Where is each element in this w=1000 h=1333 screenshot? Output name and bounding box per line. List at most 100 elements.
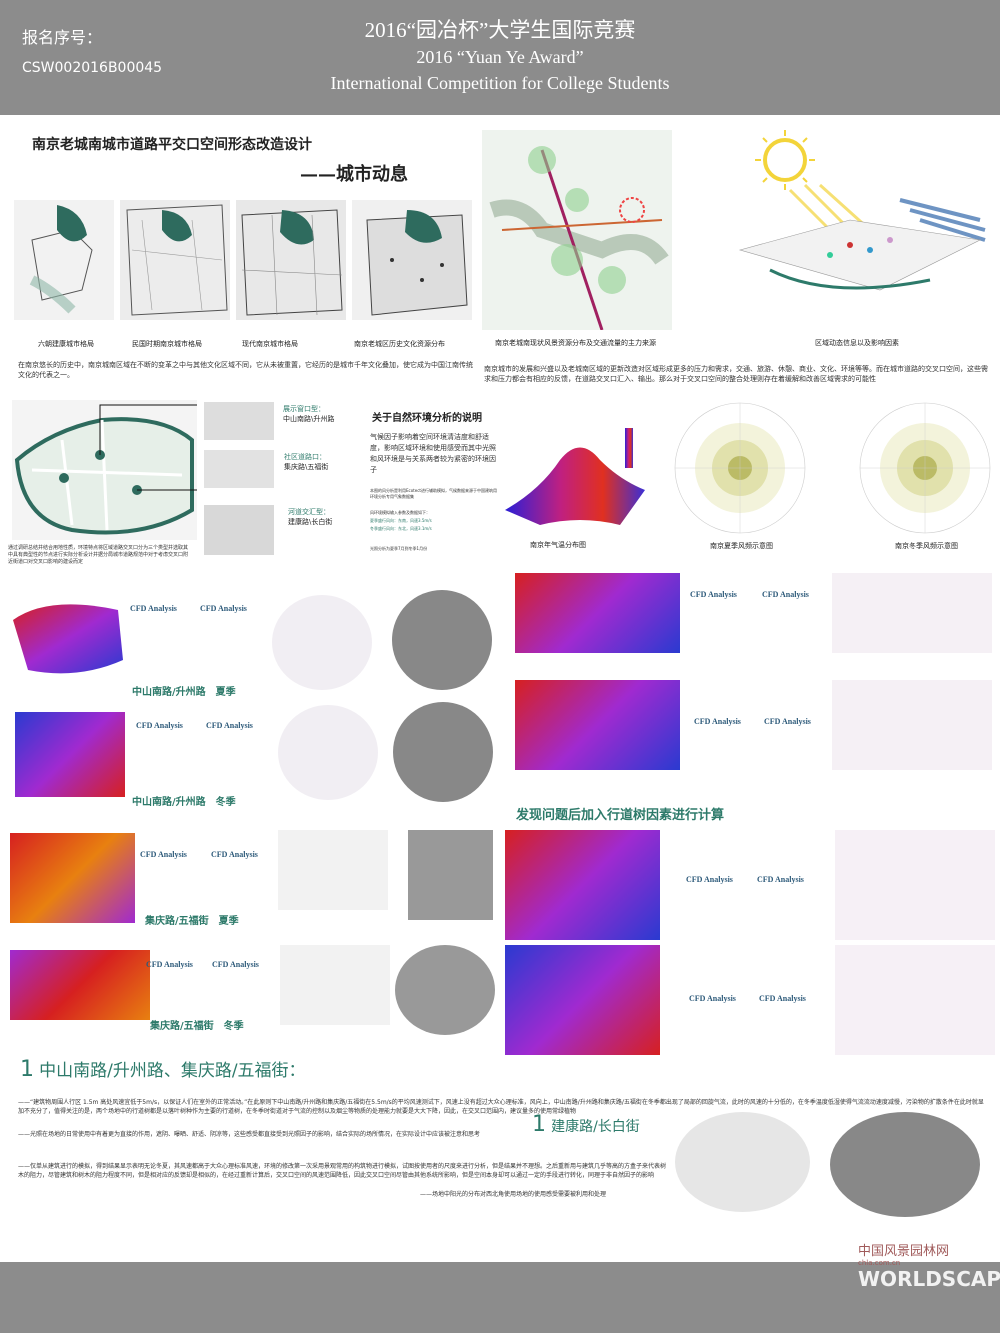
logo-en: WORLDSCAPE [858, 1267, 1000, 1291]
logo-cn: 中国风景园林网 [858, 1244, 950, 1259]
cfd-label-a4: CFD Analysis [146, 960, 193, 969]
flow-trees-summer [835, 830, 995, 940]
sun-icon [755, 130, 815, 190]
conclusion-title-2: 1 建康路/长白街 [532, 1112, 640, 1137]
historical-maps [14, 200, 472, 320]
caption-temperature: 南京年气温分布图 [530, 541, 586, 549]
cfd-label-b1: CFD Analysis [200, 604, 247, 613]
flow-vector-jiankang-summer [832, 573, 992, 653]
flow-vector-summer-1 [272, 595, 372, 690]
conclusion-title-1: 1 中山南路/升州路、集庆路/五福街： [20, 1056, 306, 1082]
shadow-summer-2 [408, 830, 493, 920]
shadow-winter-2 [395, 945, 495, 1035]
cfd-label-b4: CFD Analysis [212, 960, 259, 969]
flow-vector-winter-1 [278, 705, 378, 800]
section-title-jiqing-summer: 集庆路/五福街 夏季 [145, 916, 239, 927]
cfd-label-c2: CFD Analysis [694, 717, 741, 726]
title-chinese: 2016“园冶杯”大学生国际竞赛 [364, 18, 636, 42]
cfd-label-a2: CFD Analysis [136, 721, 183, 730]
registration-number: CSW002016B00045 [22, 60, 163, 76]
thumb-type1 [204, 402, 274, 440]
nature-note-1: 本图的风分析是利用Ecotect进行辅助模拟，气候数据来源于中国建筑用环境分析专… [370, 488, 497, 499]
caption-map-2: 民国时期南京城市格局 [132, 340, 202, 348]
cfd-3d-jiankang-winter [515, 680, 680, 770]
cfd-3d-jiankang-summer [515, 573, 680, 653]
conclusion-number-1: 1 [20, 1057, 34, 1082]
development-paragraph: 南京城市的发展和兴盛以及老城南区域的更新改造对区域形成更多的压力和需求，交通、旅… [484, 365, 988, 383]
cfd-label-d1: CFD Analysis [762, 590, 809, 599]
caption-map-1: 六朝建康城市格局 [38, 340, 94, 348]
cfd-3d-summer-2 [10, 833, 135, 923]
nature-heading: 关于自然环境分析的说明 [372, 413, 482, 424]
thumb-type3 [204, 505, 274, 555]
section-title-zhongshan-summer: 中山南路/升州路 夏季 [132, 687, 236, 698]
nature-note-5: 光照分析为夏季7月到冬季1月份 [370, 546, 428, 551]
logo-url: chla.com.cn [858, 1259, 901, 1267]
map-republic-era [120, 200, 230, 320]
cfd-label-a3: CFD Analysis [140, 850, 187, 859]
type1-label: 展示窗口型： [283, 405, 325, 413]
cfd-label-d3: CFD Analysis [757, 875, 804, 884]
nature-note-3: 夏季盛行风向：东南，风速3.5m/s [370, 518, 432, 523]
cfd-3d-winter-2 [10, 950, 150, 1020]
conclusion-text-4: ——场地中阳光的分布对西北角使用场地的使用感受需要被利用和处理 [420, 1191, 607, 1198]
cfd-label-c4: CFD Analysis [689, 994, 736, 1003]
watermark-logo: 中国风景园林网 chla.com.cn WORLDSCAPE [858, 1240, 1000, 1291]
caption-dynamic: 区域动态信息以及影响因素 [815, 339, 899, 347]
section-title-jiqing-winter: 集庆路/五福街 冬季 [150, 1021, 244, 1032]
shadow-winter-1 [393, 702, 493, 802]
competition-title: 2016“园冶杯”大学生国际竞赛 2016 “Yuan Ye Award” In… [250, 16, 750, 96]
nature-note-4: 冬季盛行风向：东北，风速3.1m/s [370, 526, 432, 531]
dynamic-info-illustration [738, 130, 986, 291]
cfd-trees-winter [505, 945, 660, 1055]
conclusion-text-2: ——光照在场地的日常使用中有着更为直接的作用，遮阴、曝晒、舒适、阴凉等，这些感受… [18, 1131, 481, 1138]
cfd-label-a1: CFD Analysis [130, 604, 177, 613]
cfd-label-b2: CFD Analysis [206, 721, 253, 730]
cfd-label-d2: CFD Analysis [764, 717, 811, 726]
registration-label: 报名序号： [22, 28, 103, 47]
nature-note-2: 风环境模拟输入参数及数据如下： [370, 510, 430, 515]
type3-name: 建康路\长白街 [288, 518, 333, 526]
conclusion-heading-2: 建康路/长白街 [551, 1119, 640, 1135]
type3-label: 河道交汇型： [288, 508, 330, 516]
winter-wind-rose [859, 402, 991, 534]
map-six-dynasties [14, 200, 114, 320]
survey-paragraph: 通过调研总结并结合用地性质，环境特点将区域道路交叉口分为三个类型并选取其中具有典… [8, 545, 189, 565]
conclusion-text-3: ——仅单从建筑进行的模拟，得到结果显示表明无论冬夏，其风速都高于大众心理标准风速… [18, 1163, 667, 1179]
flow-vector-jiankang-winter [832, 680, 992, 770]
caption-winter-wind: 南京冬季风频示意图 [895, 542, 958, 550]
footer-band [0, 1262, 1000, 1333]
cfd-trees-summer [505, 830, 660, 940]
header-band: 报名序号： CSW002016B00045 2016“园冶杯”大学生国际竞赛 2… [0, 0, 1000, 115]
project-title: 南京老城南城市道路平交口空间形态改造设计 [32, 137, 312, 153]
cfd-3d-summer-1 [13, 604, 123, 674]
light-analysis-1 [675, 1112, 810, 1212]
intersection-map [12, 400, 197, 540]
cfd-3d-winter-1 [15, 712, 125, 797]
temperature-surface [505, 428, 645, 525]
light-analysis-2 [830, 1112, 980, 1217]
resources-map [482, 130, 672, 330]
conclusion-heading-1: 中山南路/升州路、集庆路/五福街： [39, 1061, 306, 1081]
cfd-label-b3: CFD Analysis [211, 850, 258, 859]
nature-body: 气候因子影响着空间环境清洁度和舒适度，影响区域环境和使用感受而其中光照和风环境是… [370, 433, 496, 474]
flow-trees-winter [835, 945, 995, 1055]
caption-map-4: 南京老城区历史文化资源分布 [354, 340, 445, 348]
summer-wind-rose [674, 402, 806, 534]
project-subtitle: ——城市动息 [300, 164, 408, 185]
caption-summer-wind: 南京夏季风频示意图 [710, 542, 773, 550]
type1-name: 中山南路\升州路 [283, 415, 335, 423]
caption-map-3: 现代南京城市格局 [242, 340, 298, 348]
section-title-zhongshan-winter: 中山南路/升州路 冬季 [132, 797, 236, 808]
caption-resources: 南京老城南现状风景资源分布及交通流量的主力来源 [495, 339, 656, 347]
type2-label: 社区道路口： [284, 453, 326, 461]
history-paragraph: 在南京悠长的历史中，南京城南区域在不断的变革之中与其他文化区域不同，它从未被重置… [18, 361, 473, 379]
thumb-type2 [204, 450, 274, 488]
type2-name: 集庆路\五福街 [284, 463, 329, 471]
flow-vector-winter-2 [280, 945, 390, 1025]
cfd-label-c3: CFD Analysis [686, 875, 733, 884]
cfd-label-d4: CFD Analysis [759, 994, 806, 1003]
conclusion-text-1: ——“建筑物周围人行区 1.5m 高处风速宜低于5m/s，以保证人们在室外的正常… [18, 1099, 984, 1115]
cfd-label-c1: CFD Analysis [690, 590, 737, 599]
tree-calc-title: 发现问题后加入行道树因素进行计算 [516, 808, 725, 823]
